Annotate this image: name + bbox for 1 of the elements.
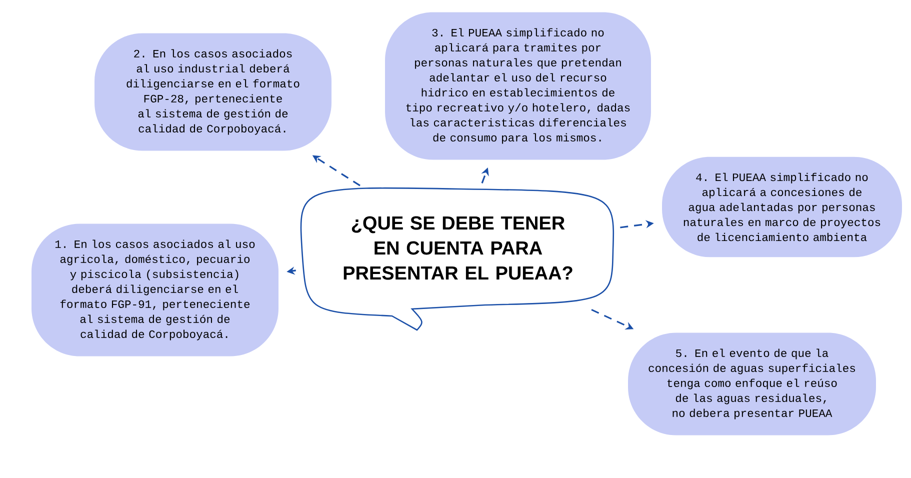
speech-bubble: ¿QUE SE DEBE TENER EN CUENTA PARA PRESENTAR EL PUEAA? <box>300 187 614 331</box>
